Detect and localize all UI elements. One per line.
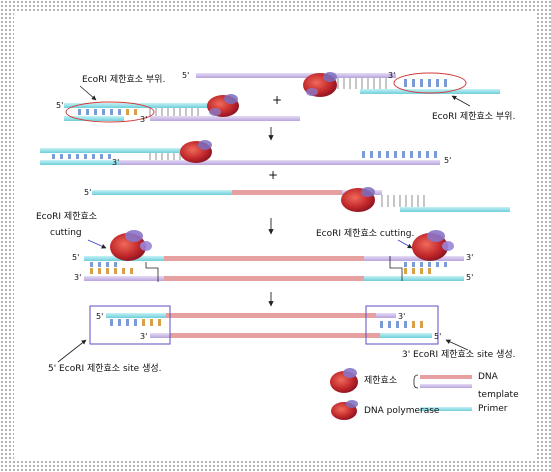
pointer-arrow <box>445 339 469 351</box>
dna-polymerase-icon <box>341 187 375 212</box>
row5-duplex <box>89 305 439 345</box>
end-label: 5' <box>434 332 442 341</box>
legend-template-swatch <box>420 384 472 388</box>
end-label: 3' <box>388 71 396 80</box>
new-site-box <box>365 305 439 345</box>
dna-polymerase-icon <box>207 94 239 117</box>
end-label: 5' <box>96 312 104 321</box>
legend-dna-swatch <box>420 375 472 379</box>
site-5prime-label: 5' EcoRI 제한효소 site 생성. <box>48 364 162 374</box>
pointer-arrow <box>57 339 87 363</box>
dna-polymerase-icon <box>303 72 337 97</box>
legend <box>330 368 472 420</box>
end-label: 5' <box>84 188 92 197</box>
end-label: 3' <box>112 158 120 167</box>
end-label: 3' <box>466 253 474 262</box>
ecori-site-label-left: EcoRI 제한효소 부위. <box>82 75 166 85</box>
end-label: 3' <box>140 115 148 124</box>
legend-template: template <box>478 390 519 400</box>
row1-left-duplex <box>64 101 300 123</box>
legend-primer: Primer <box>478 404 508 414</box>
primer-strand <box>64 103 214 108</box>
cut-line <box>389 256 403 281</box>
plus-sign: + <box>268 168 279 182</box>
end-label: 3' <box>398 312 406 321</box>
cutting-label-left: cutting <box>50 228 82 238</box>
dna-red-strand <box>232 190 342 195</box>
ecori-cutting-label-right: EcoRI 제한효소 cutting. <box>316 229 415 239</box>
legend-dna-polymerase: DNA polymerase <box>364 406 440 416</box>
end-label: 5' <box>72 253 80 262</box>
plus-sign: + <box>272 93 283 107</box>
end-label: 5' <box>56 101 64 110</box>
restriction-enzyme-icon <box>110 230 152 261</box>
end-label: 5' <box>444 156 452 165</box>
row2-duplex <box>40 148 440 165</box>
ecori-site-circle <box>393 72 467 94</box>
end-label: 3' <box>74 273 82 282</box>
dna-polymerase-icon <box>180 140 212 163</box>
row3-duplex <box>92 190 510 212</box>
primer-strand <box>64 116 124 121</box>
end-label: 5' <box>466 273 474 282</box>
ecori-site-label-right: EcoRI 제한효소 부위. <box>432 112 516 122</box>
pointer-arrow <box>87 239 107 249</box>
legend-dna: DNA <box>478 372 498 382</box>
restriction-enzyme-icon <box>330 368 358 393</box>
site-3prime-label: 3' EcoRI 제한효소 site 생성. <box>402 350 516 360</box>
row4-duplex <box>84 256 464 282</box>
cut-line <box>145 262 159 282</box>
end-label: 3' <box>140 332 148 341</box>
legend-primer-swatch <box>420 407 472 411</box>
dna-polymerase-icon <box>331 400 358 420</box>
legend-restriction-enzyme: 제한효소 <box>364 376 398 386</box>
restriction-enzyme-icon <box>412 230 454 261</box>
pointer-arrow <box>79 85 97 101</box>
end-label: 5' <box>182 71 190 80</box>
template-strand <box>150 116 300 121</box>
ecori-site-circle <box>65 101 155 123</box>
pointer-arrow <box>397 239 413 249</box>
ecori-enzyme-label-left: EcoRI 제한효소 <box>36 212 98 222</box>
row1-right-duplex <box>196 72 500 94</box>
pointer-arrow <box>451 95 471 107</box>
new-site-box <box>89 305 171 345</box>
